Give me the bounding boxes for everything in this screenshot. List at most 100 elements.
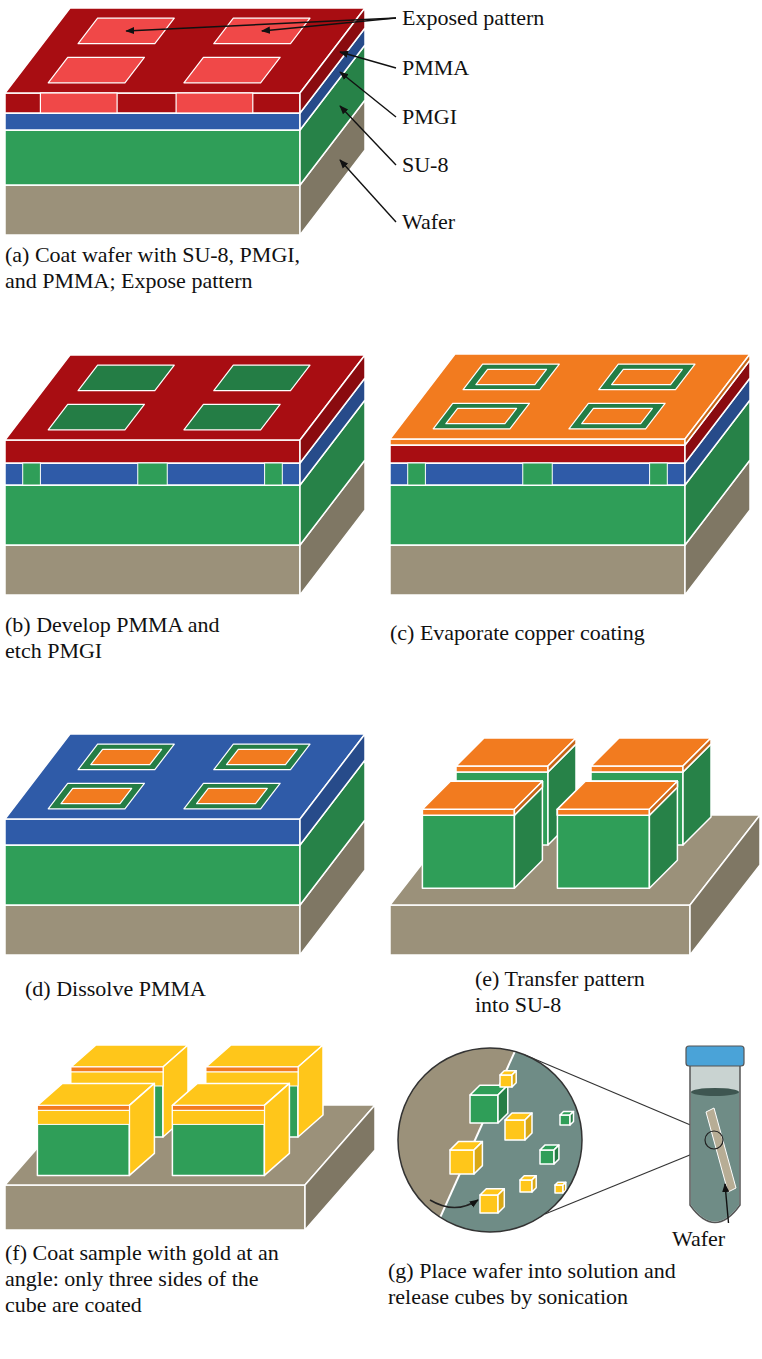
released-cube xyxy=(512,1071,516,1087)
leader-line xyxy=(340,160,396,222)
wafer-layer xyxy=(5,185,300,235)
step-caption: (f) Coat sample with gold at an angle: o… xyxy=(5,1240,295,1318)
released-cube xyxy=(525,1113,532,1140)
copper-cap xyxy=(591,766,683,772)
exposed-pattern xyxy=(184,57,280,83)
su8-layer xyxy=(5,130,300,185)
copper-square xyxy=(227,749,298,764)
released-cube xyxy=(505,1120,525,1140)
gold-coated-cube xyxy=(298,1045,323,1137)
pmgi-opening xyxy=(48,783,144,809)
part-label: Exposed pattern xyxy=(402,5,602,31)
copper-cap xyxy=(206,1067,298,1072)
released-cube xyxy=(555,1185,563,1193)
released-cube xyxy=(560,1115,570,1125)
copper-square xyxy=(612,369,683,384)
pmma-layer xyxy=(300,355,365,463)
etched-gap xyxy=(23,463,41,485)
step-caption: (b) Develop PMMA and etch PMGI xyxy=(5,612,255,664)
copper-square xyxy=(582,408,653,423)
wafer-slab xyxy=(390,905,690,955)
magnified-spot xyxy=(705,1131,723,1149)
step-caption: (d) Dissolve PMMA xyxy=(25,976,345,1002)
etched-gap xyxy=(650,463,668,485)
part-label: SU-8 xyxy=(402,152,522,178)
copper-cap xyxy=(591,766,683,772)
etched-gap xyxy=(408,463,426,485)
developed-opening xyxy=(78,365,174,391)
gold-coating xyxy=(37,1110,129,1124)
copper-square xyxy=(446,408,517,423)
step-caption: (e) Transfer pattern into SU-8 xyxy=(475,966,680,1018)
copper-cap xyxy=(422,809,514,815)
pmgi-layer xyxy=(5,113,300,130)
wafer-slab xyxy=(305,1105,375,1230)
released-cube xyxy=(498,1085,508,1123)
copper-cap xyxy=(456,766,548,772)
developed-opening xyxy=(214,365,310,391)
released-cube xyxy=(470,1095,498,1123)
developed-opening xyxy=(433,403,529,429)
wafer-layer xyxy=(5,545,300,595)
part-label: Wafer xyxy=(402,209,522,235)
leader-line xyxy=(340,72,396,117)
pmma-layer xyxy=(5,440,300,463)
pmgi-opening xyxy=(78,744,174,770)
copper-cap xyxy=(548,738,576,772)
tube-solution xyxy=(691,1092,739,1222)
released-cube xyxy=(563,1182,566,1193)
copper-square xyxy=(91,749,162,764)
copper-cap xyxy=(456,766,548,772)
released-cube xyxy=(500,1075,512,1087)
exposed-pattern xyxy=(176,93,253,113)
su8-layer xyxy=(5,845,300,905)
part-label: Wafer xyxy=(672,1226,757,1252)
wafer-surface xyxy=(390,1040,520,1240)
pmgi-opening xyxy=(214,744,310,770)
wafer-slab xyxy=(690,815,760,955)
released-cube xyxy=(520,1180,532,1192)
su8-layer xyxy=(5,485,300,545)
wafer-layer xyxy=(390,545,685,595)
magnifier-line xyxy=(525,1055,707,1132)
copper-cap xyxy=(557,809,649,815)
tube-cap xyxy=(686,1046,744,1066)
released-cube xyxy=(474,1142,482,1174)
pmgi-opening xyxy=(184,783,280,809)
developed-opening xyxy=(184,404,280,430)
released-cube xyxy=(498,1189,504,1213)
copper-layer xyxy=(685,354,750,445)
gold-coated-cube xyxy=(264,1083,289,1175)
part-label: PMMA xyxy=(402,55,522,81)
leader-line xyxy=(725,1184,729,1223)
released-cube xyxy=(554,1145,559,1164)
su8-cube xyxy=(422,809,514,888)
copper-square xyxy=(197,788,268,803)
exposed-pattern xyxy=(48,57,144,83)
developed-opening xyxy=(48,404,144,430)
pmgi-layer xyxy=(300,734,365,845)
copper-layer xyxy=(390,439,685,445)
step-caption: (c) Evaporate copper coating xyxy=(390,620,750,646)
copper-cap xyxy=(514,781,542,815)
su8-cube xyxy=(557,809,649,888)
magnifier-circle xyxy=(398,1048,582,1232)
pmgi-layer xyxy=(390,463,685,485)
copper-cap xyxy=(683,738,711,772)
step-caption: (a) Coat wafer with SU-8, PMGI, and PMMA… xyxy=(5,242,335,294)
copper-cap xyxy=(557,809,649,815)
liquid-surface xyxy=(691,1088,739,1096)
released-cube xyxy=(480,1195,498,1213)
pmma-layer xyxy=(390,445,685,463)
copper-cap xyxy=(422,809,514,815)
exposed-pattern xyxy=(40,93,117,113)
motion-arrow xyxy=(430,1200,478,1208)
copper-square xyxy=(476,369,547,384)
leader-line xyxy=(262,18,396,31)
pmgi-layer xyxy=(5,463,300,485)
copper-cap xyxy=(649,781,677,815)
leader-line xyxy=(340,52,396,68)
gold-coated-cube xyxy=(172,1105,264,1175)
su8-layer xyxy=(390,485,685,545)
